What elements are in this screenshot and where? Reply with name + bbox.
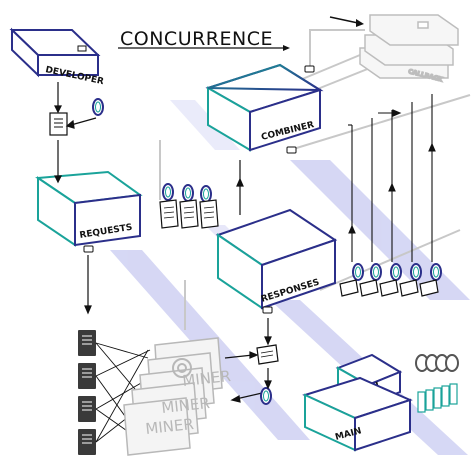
- callback-arrow-head: [356, 19, 364, 27]
- miner-gear-icon: [172, 358, 192, 378]
- requests-node: REQUESTS: [35, 170, 143, 253]
- requests-to-servers-arrow: [84, 255, 92, 315]
- server-stack: [78, 330, 96, 455]
- miner-label-2: MINER: [161, 394, 211, 417]
- response-doc: [256, 344, 279, 405]
- responses-node: RESPONSES: [215, 208, 338, 314]
- developer-output: [49, 98, 104, 136]
- miner-cards: [123, 337, 223, 456]
- title-arrow-head: [283, 45, 290, 51]
- main-node: MAIN: [302, 376, 413, 452]
- server-stripes: [82, 335, 92, 444]
- auth-tokens: [415, 354, 459, 372]
- requests-to-combiner-arrow: [236, 177, 244, 215]
- responses-down-arrows: [264, 318, 272, 390]
- developer-node: DEVELOPER: [9, 27, 105, 87]
- request-queue: [159, 183, 219, 229]
- developer-arrows: [54, 82, 97, 184]
- callback-arrow: [329, 16, 359, 24]
- diagram-title: CONCURRENCE: [120, 28, 273, 50]
- main-files: [417, 383, 458, 413]
- combiner-return-lines: [348, 94, 436, 262]
- callback-stack: CALLBACK: [359, 14, 459, 84]
- response-queue: [339, 263, 442, 297]
- miner-label-3: MINER: [145, 415, 195, 438]
- miner-response-arrows: [224, 351, 263, 403]
- miner-label: MINER: [182, 367, 232, 390]
